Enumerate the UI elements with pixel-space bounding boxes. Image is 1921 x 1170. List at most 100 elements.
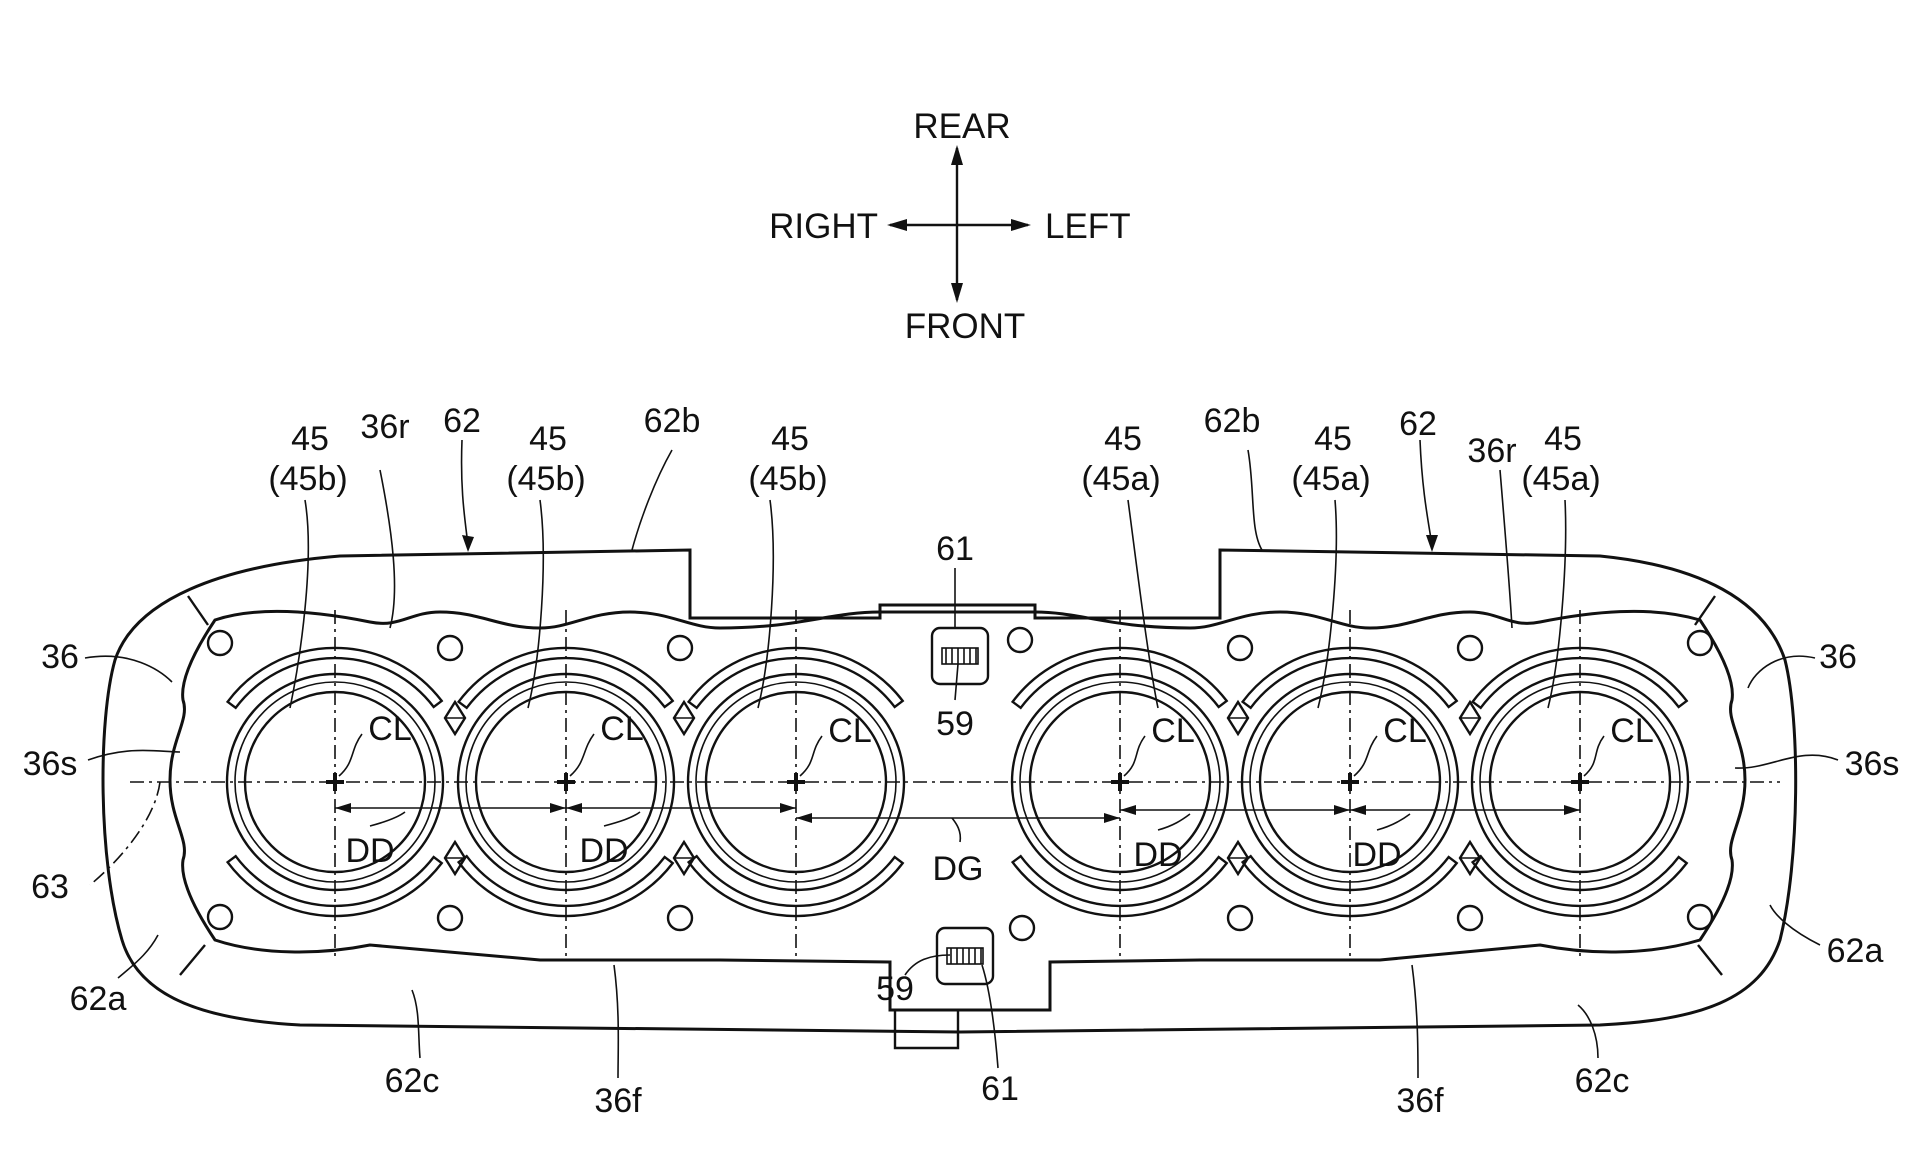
bolt-hole xyxy=(1006,626,1034,654)
bolt-hole xyxy=(206,629,234,657)
leader-36 xyxy=(84,655,173,683)
leader-62c xyxy=(1577,1004,1599,1059)
cylinder-group-label: (45b) xyxy=(748,460,827,498)
component-labels: 36 36 36s 36s 36r 36r 36f 36f 62 62 62b … xyxy=(23,402,1900,1120)
leader-36f xyxy=(613,964,620,1079)
centerline-label: CL xyxy=(1151,712,1194,750)
leader-45 xyxy=(289,499,310,709)
pitch-dimension xyxy=(1120,805,1350,815)
leader-cl xyxy=(1583,735,1605,777)
label-axis-line: 63 xyxy=(31,868,69,906)
cover-corner-line-bl xyxy=(179,944,206,976)
head-cover-outline xyxy=(101,548,1798,1050)
arrowhead-icon xyxy=(1104,813,1120,823)
leader-45 xyxy=(757,499,775,709)
diamond-mark xyxy=(1226,699,1250,737)
cylinder-number-label: 45 xyxy=(1314,420,1352,458)
label-cover-b-right: 62b xyxy=(1204,402,1261,440)
leader-cl xyxy=(569,733,595,777)
centerline-label: CL xyxy=(368,710,411,748)
label-side-left: 36s xyxy=(23,745,78,783)
diamond-mark xyxy=(443,699,467,737)
cover-corner-line-tl xyxy=(187,595,209,626)
cylinder-bore xyxy=(686,610,906,960)
cylinder-bore xyxy=(456,610,676,960)
label-pitch-3: DD xyxy=(1133,836,1182,874)
arrow-62-icon xyxy=(1426,535,1438,552)
label-cover-left: 62 xyxy=(443,402,481,440)
cylinder-bore xyxy=(1240,610,1460,960)
leader-cl xyxy=(799,735,823,777)
cover-front-tab xyxy=(893,1010,960,1050)
leader-36f xyxy=(1411,964,1419,1079)
leader-36s xyxy=(87,749,181,761)
leader-45 xyxy=(1127,499,1159,709)
label-gasket-left: 36 xyxy=(41,638,79,676)
leader-45 xyxy=(1547,499,1567,709)
bolt-hole xyxy=(1226,634,1254,662)
arrow-62-icon xyxy=(462,535,474,552)
seal-arc-lower xyxy=(1470,854,1689,918)
arrowhead-icon xyxy=(1334,805,1350,815)
leader-62c xyxy=(411,989,421,1059)
seal-arc-lower xyxy=(456,854,675,918)
cylinder-bore xyxy=(1010,610,1230,960)
arrowhead-icon xyxy=(335,803,351,813)
bolt-hole xyxy=(1226,904,1254,932)
cylinder-bore xyxy=(225,610,445,960)
label-pitch-2: DD xyxy=(579,832,628,870)
centerline-label: CL xyxy=(828,712,871,750)
cylinder-bore xyxy=(1470,610,1690,960)
pitch-dimension xyxy=(335,803,566,813)
diamond-mark xyxy=(443,839,467,877)
cylinder-group-label: (45a) xyxy=(1521,460,1600,498)
leader-62 xyxy=(460,439,469,546)
bolt-hole xyxy=(1456,634,1484,662)
centerline-label: CL xyxy=(1383,712,1426,750)
gasket-outline xyxy=(168,609,1747,1012)
diamond-mark xyxy=(1226,839,1250,877)
arrow-right-icon xyxy=(1011,219,1031,231)
leader-45 xyxy=(1317,499,1338,709)
seal-arc-lower xyxy=(1010,854,1229,918)
bolt-hole xyxy=(436,634,464,662)
label-cover-a-right: 62a xyxy=(1827,932,1884,970)
connector-housing xyxy=(930,626,990,686)
leader-dd xyxy=(603,811,641,827)
pitch-dimensions xyxy=(335,803,1580,831)
arrowhead-icon xyxy=(1350,805,1366,815)
centerline-label: CL xyxy=(600,710,643,748)
direction-compass: REAR FRONT RIGHT LEFT xyxy=(769,107,1130,346)
bolt-hole xyxy=(436,904,464,932)
cylinder-number-label: 45 xyxy=(771,420,809,458)
cylinder-number-label: 45 xyxy=(1544,420,1582,458)
cylinder-number-label: 45 xyxy=(291,420,329,458)
leader-cl xyxy=(338,733,363,777)
cylinder-labels: 45(45b)CL45(45b)CL45(45b)CL45(45a)CL45(4… xyxy=(268,420,1653,750)
bolt-hole xyxy=(666,904,694,932)
direction-right-label: RIGHT xyxy=(769,207,878,246)
pitch-dimension xyxy=(1350,805,1580,815)
diamond-mark xyxy=(1458,699,1482,737)
axis-line-leader xyxy=(89,781,161,886)
arrow-down-icon xyxy=(951,283,963,303)
cylinder-group-label: (45a) xyxy=(1081,460,1160,498)
label-bank-gap: DG xyxy=(933,850,984,888)
leader-lines xyxy=(84,439,1839,1079)
cylinder-group-label: (45b) xyxy=(506,460,585,498)
leader-36r xyxy=(1499,469,1513,629)
leader-59 xyxy=(954,663,959,701)
leader-dd xyxy=(1376,813,1411,831)
label-side-right: 36s xyxy=(1845,745,1900,783)
label-sensor-bottom: 59 xyxy=(876,970,914,1008)
cylinder-number-label: 45 xyxy=(1104,420,1142,458)
diamond-mark xyxy=(672,839,696,877)
leader-36s xyxy=(1734,754,1839,769)
seal-arc-upper xyxy=(1010,646,1229,710)
bolt-hole xyxy=(666,634,694,662)
leader-dg xyxy=(951,817,962,843)
bolt-holes xyxy=(206,626,1714,942)
sensor-coil xyxy=(950,948,982,964)
sensor-element xyxy=(941,647,979,665)
